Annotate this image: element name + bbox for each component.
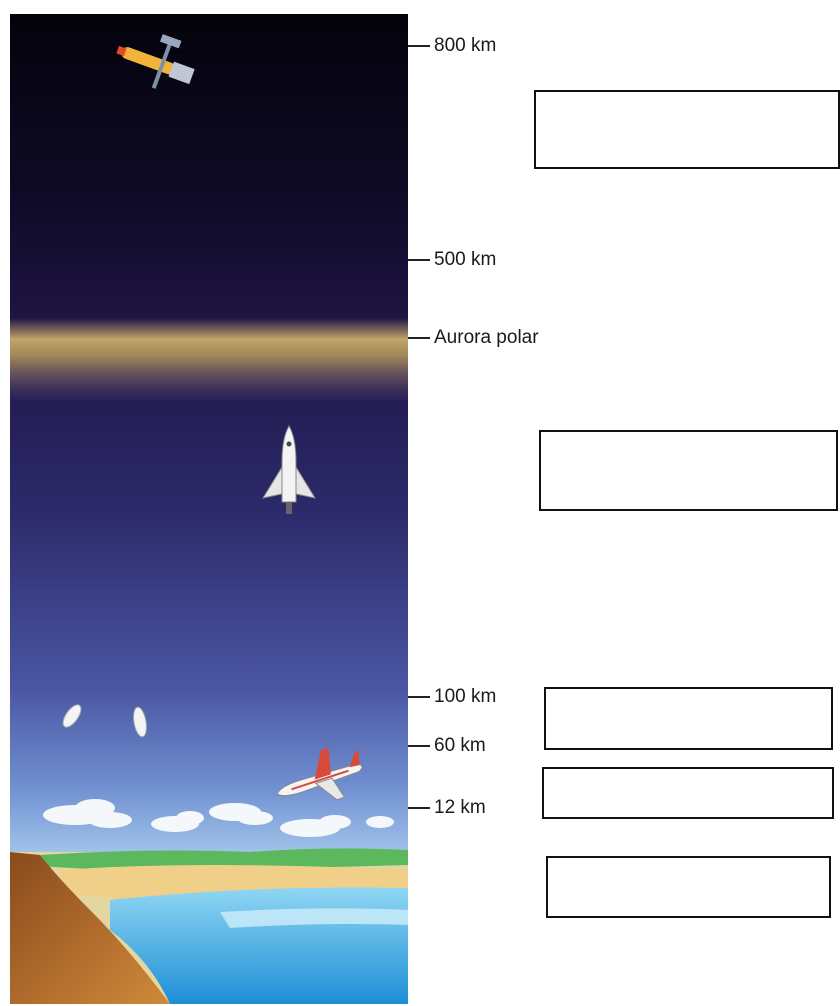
label-500-km: 500 km bbox=[434, 249, 496, 271]
answer-box-2[interactable] bbox=[539, 430, 838, 511]
label-60-km: 60 km bbox=[434, 735, 486, 757]
altitude-ticks bbox=[408, 46, 430, 808]
answer-box-4[interactable] bbox=[542, 767, 834, 819]
answer-box-3[interactable] bbox=[544, 687, 833, 750]
label-12-km: 12 km bbox=[434, 797, 486, 819]
answer-box-5[interactable] bbox=[546, 856, 831, 918]
label-100-km: 100 km bbox=[434, 686, 496, 708]
label-aurora-polar: Aurora polar bbox=[434, 327, 539, 349]
answer-box-1[interactable] bbox=[534, 90, 840, 169]
label-800-km: 800 km bbox=[434, 35, 496, 57]
landscape bbox=[10, 848, 408, 1004]
aurora-band bbox=[10, 318, 408, 403]
